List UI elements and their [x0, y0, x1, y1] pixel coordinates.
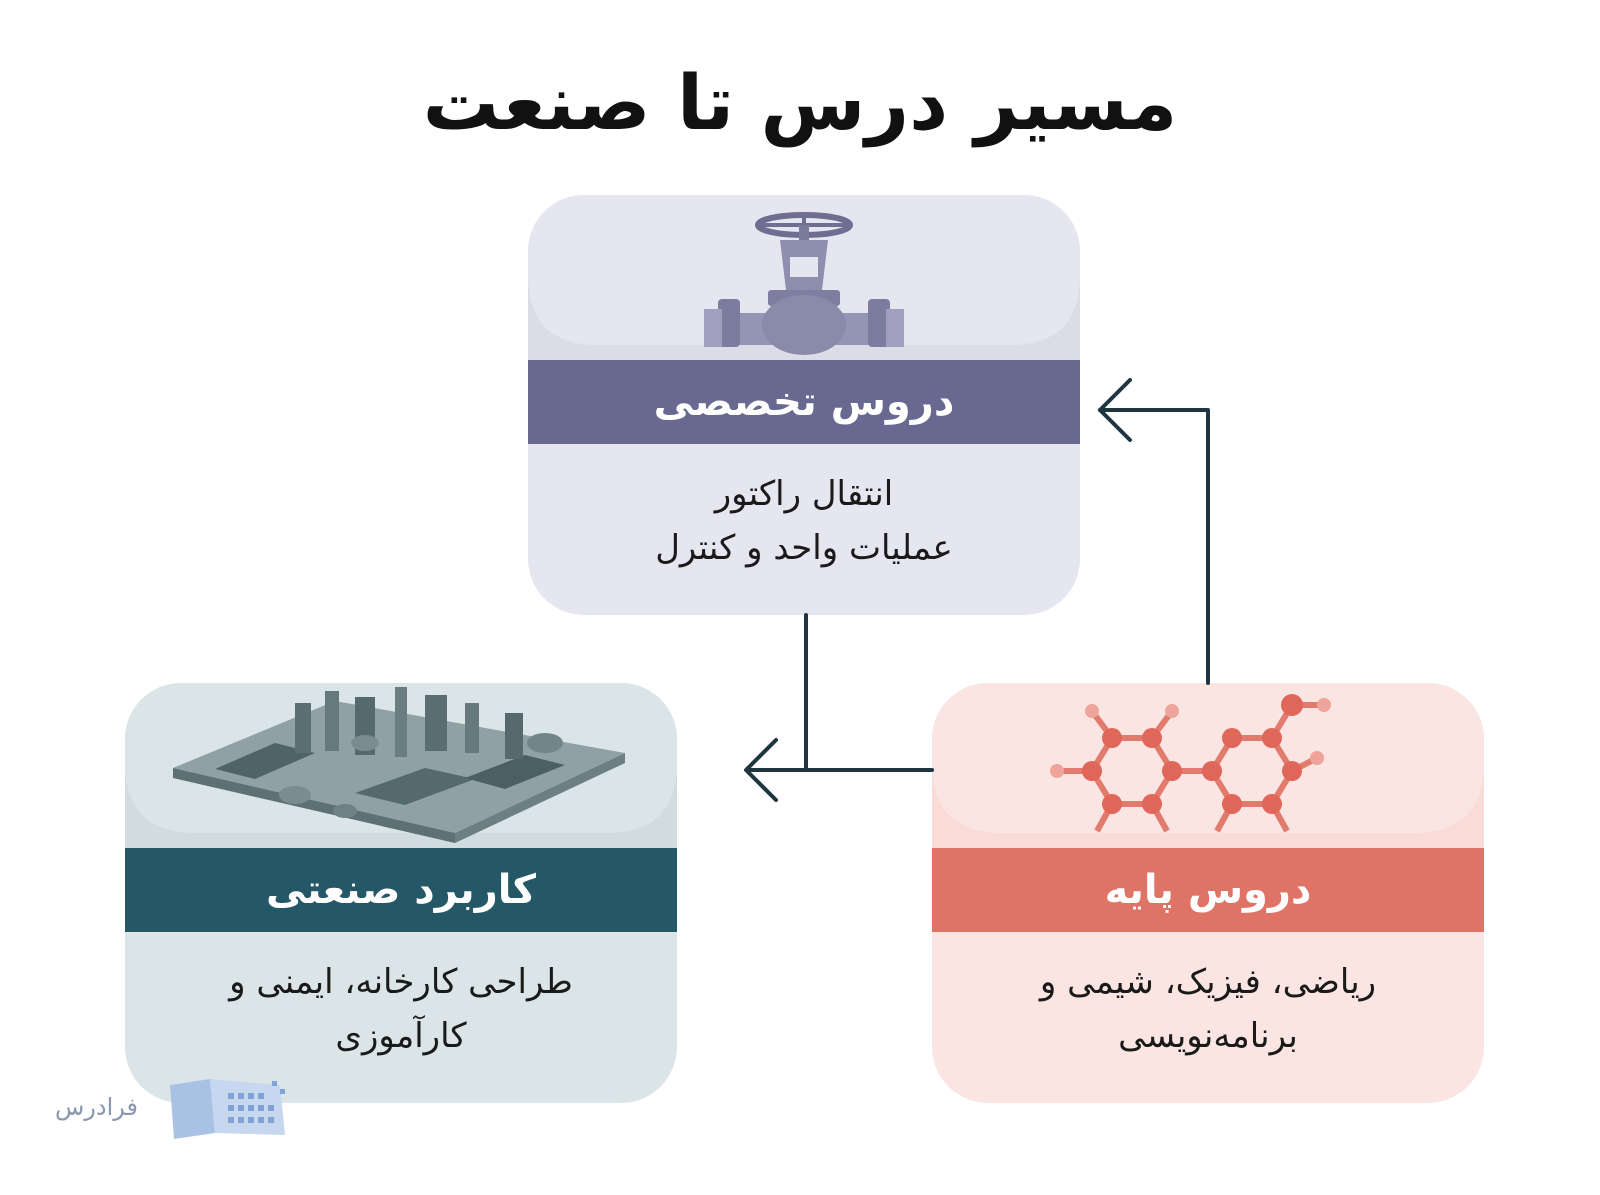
desc-line: کارآموزی	[335, 1016, 467, 1056]
card-description: انتقال راکتور عملیات واحد و کنترل	[558, 467, 1050, 575]
card-heading: دروس تخصصی	[528, 360, 1080, 444]
factory-icon	[125, 683, 677, 848]
card-basic-courses: دروس پایه ریاضی، فیزیک، شیمی و برنامه‌نو…	[932, 683, 1484, 1103]
book-logo-icon	[170, 1079, 285, 1139]
desc-line: ریاضی، فیزیک، شیمی و	[1039, 962, 1377, 1002]
card-heading: دروس پایه	[932, 848, 1484, 932]
card-description: طراحی کارخانه، ایمنی و کارآموزی	[155, 955, 647, 1063]
desc-line: برنامه‌نویسی	[1118, 1016, 1298, 1056]
card-specialized-courses: دروس تخصصی انتقال راکتور عملیات واحد و ک…	[528, 195, 1080, 615]
card-description: ریاضی، فیزیک، شیمی و برنامه‌نویسی	[962, 955, 1454, 1063]
arrowhead-industrial	[744, 738, 778, 802]
page-title: مسیر درس تا صنعت	[422, 58, 1178, 147]
desc-line: انتقال راکتور	[714, 474, 894, 514]
card-industrial-application: کاربرد صنعتی طراحی کارخانه، ایمنی و کارآ…	[125, 683, 677, 1103]
arrow-basic-to-specialized	[1098, 408, 1210, 685]
molecule-icon	[932, 683, 1484, 848]
card-heading: کاربرد صنعتی	[125, 848, 677, 932]
desc-line: طراحی کارخانه، ایمنی و	[229, 962, 573, 1002]
arrowhead-specialized	[1098, 378, 1132, 442]
desc-line: عملیات واحد و کنترل	[655, 528, 953, 568]
logo-text: فرادرس	[55, 1093, 138, 1121]
valve-icon	[528, 195, 1080, 360]
